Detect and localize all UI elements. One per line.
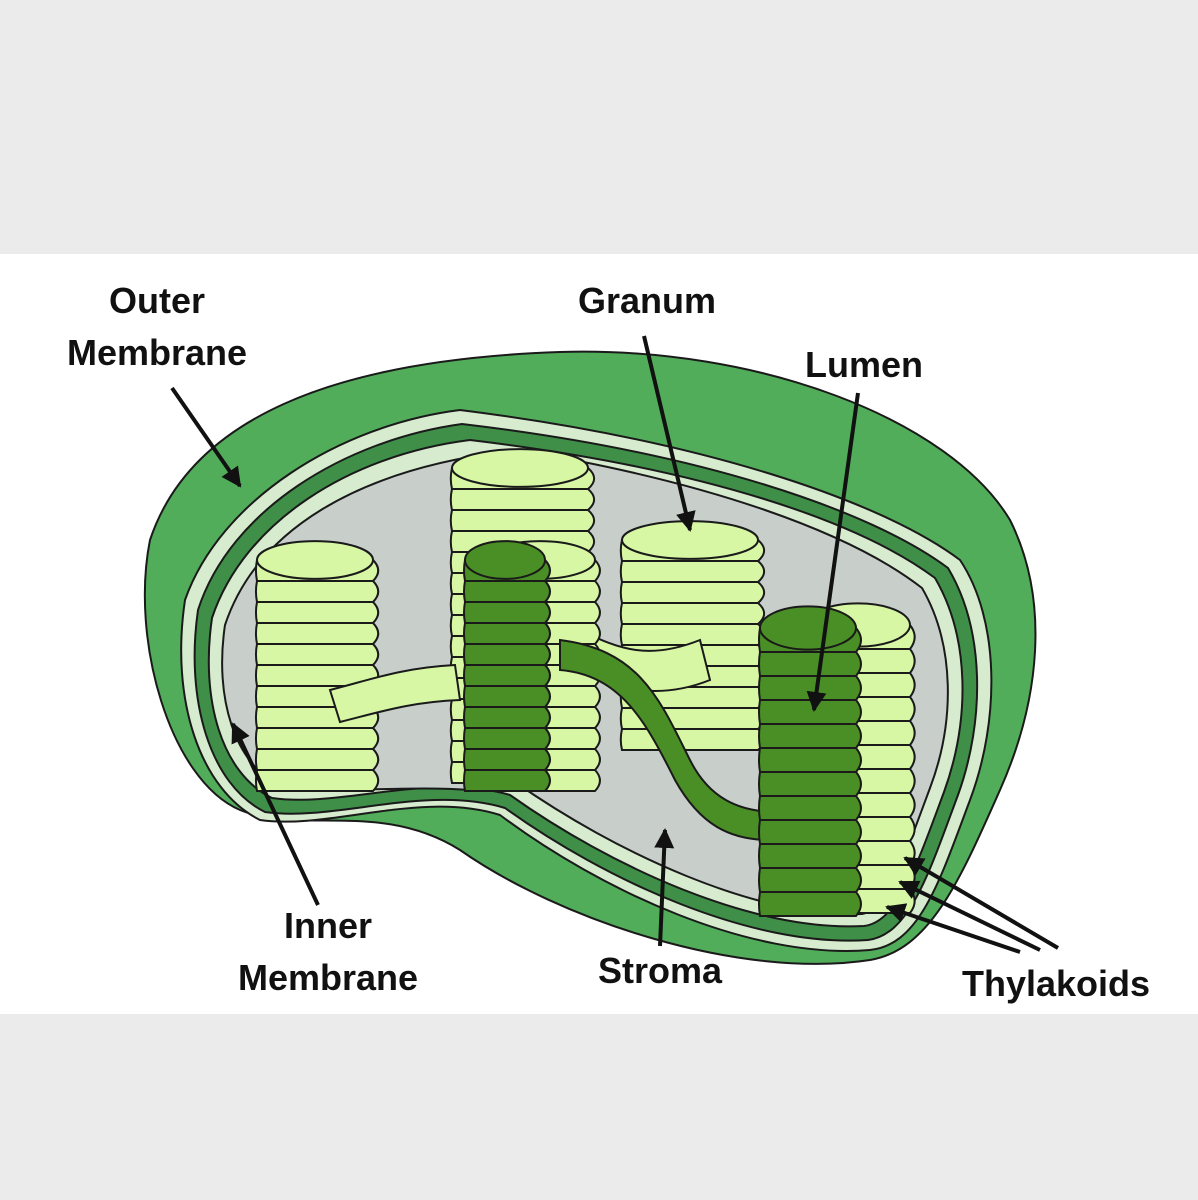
thylakoid-disc-top [256,540,374,580]
thylakoid-disc [463,643,551,666]
label-outer-membrane-2: Membrane [67,332,247,373]
arrow-granum [642,335,696,532]
thylakoid-disc-top [451,448,589,488]
thylakoid-disc-top [759,605,857,651]
thylakoid-disc [254,769,380,792]
thylakoid-disc [463,769,551,792]
thylakoid-disc [449,509,596,532]
thylakoid-disc [758,651,862,677]
thylakoid-disc [619,728,766,751]
label-stroma: Stroma [598,950,723,991]
arrow-lumen [806,392,860,712]
thylakoid-disc [254,643,380,666]
thylakoid-disc [619,560,766,583]
thylakoid-disc [758,723,862,749]
arrow-stroma [654,828,675,947]
thylakoid-disc [758,843,862,869]
thylakoid-disc [463,601,551,624]
thylakoid-disc [758,819,862,845]
label-granum: Granum [578,280,716,321]
thylakoid-disc [254,580,380,603]
thylakoid-disc [758,867,862,893]
thylakoid-disc [758,891,862,917]
thylakoid-disc [463,685,551,708]
thylakoid-disc [758,747,862,773]
label-inner-membrane-1: Inner [284,905,372,946]
thylakoid-disc [254,622,380,645]
thylakoid-disc [758,771,862,797]
label-outer-membrane-1: Outer [109,280,205,321]
thylakoid-disc [463,706,551,729]
granum-right-front [758,602,916,917]
thylakoid-disc [463,580,551,603]
label-thylakoids: Thylakoids [962,963,1150,1004]
thylakoid-disc [463,664,551,687]
thylakoid-disc [463,748,551,771]
label-inner-membrane-2: Membrane [238,957,418,998]
thylakoid-disc [758,675,862,701]
thylakoid-disc [254,601,380,624]
granum-left [254,540,380,792]
thylakoid-disc [619,581,766,604]
thylakoid-disc [463,727,551,750]
thylakoid-disc [254,748,380,771]
thylakoid-disc-top [464,540,546,580]
thylakoid-disc [758,795,862,821]
thylakoid-disc [463,622,551,645]
thylakoid-disc [254,727,380,750]
thylakoid-disc [449,488,596,511]
thylakoid-disc [619,602,766,625]
stroma-lamella-left [328,663,462,724]
arrow-thylakoid-3 [885,903,1021,954]
arrow-thylakoid-2 [898,880,1041,952]
thylakoid-disc [758,699,862,725]
label-lumen: Lumen [805,344,923,385]
arrow-outer-membrane [170,386,242,488]
arrow-inner-membrane [231,722,320,906]
arrow-thylakoid-1 [903,856,1060,950]
